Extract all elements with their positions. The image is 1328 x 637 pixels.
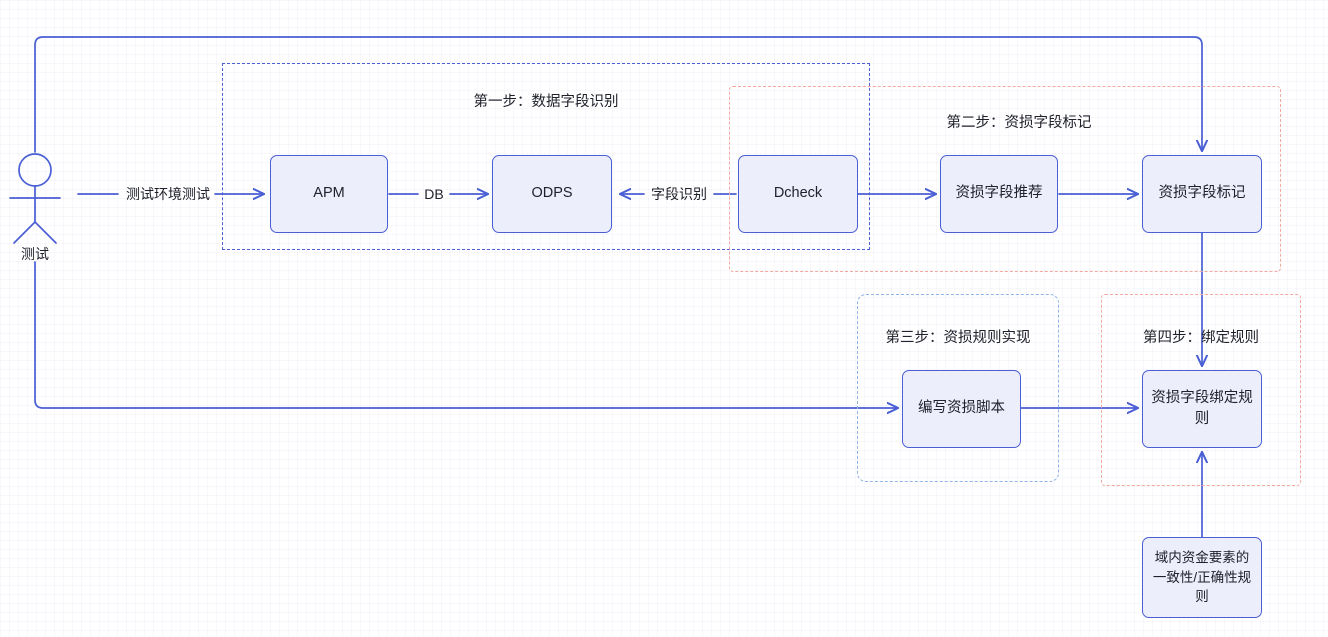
node-write-loss-script[interactable]: 编写资损脚本 [902,370,1021,448]
node-resunsun-field-recommend[interactable]: 资损字段推荐 [940,155,1058,233]
group-title-step1: 第一步：数据字段识别 [473,94,619,110]
group-step3 [857,294,1059,482]
node-resunsun-field-mark[interactable]: 资损字段标记 [1142,155,1262,233]
actor-label: 测试 [21,246,49,262]
node-domain-fund-consistency-rule[interactable]: 域内资金要素的一致性/正确性规则 [1142,537,1262,618]
group-step4 [1101,294,1301,486]
node-dcheck[interactable]: Dcheck [738,155,858,233]
node-apm[interactable]: APM [270,155,388,233]
group-title-step2: 第二步：资损字段标记 [946,115,1092,131]
edge-label-db: DB [424,186,444,202]
edge-label-field-recognition: 字段识别 [651,186,707,202]
group-title-step3: 第三步：资损规则实现 [885,330,1031,346]
edge-label-env-test: 测试环境测试 [126,186,210,202]
node-odps[interactable]: ODPS [492,155,612,233]
node-field-bind-rule[interactable]: 资损字段绑定规则 [1142,370,1262,448]
group-title-step4: 第四步：绑定规则 [1143,330,1259,346]
edge-loop-bottom [34,261,898,408]
group-step1 [222,63,870,250]
group-step2 [729,86,1281,272]
actor-figure [9,153,61,244]
